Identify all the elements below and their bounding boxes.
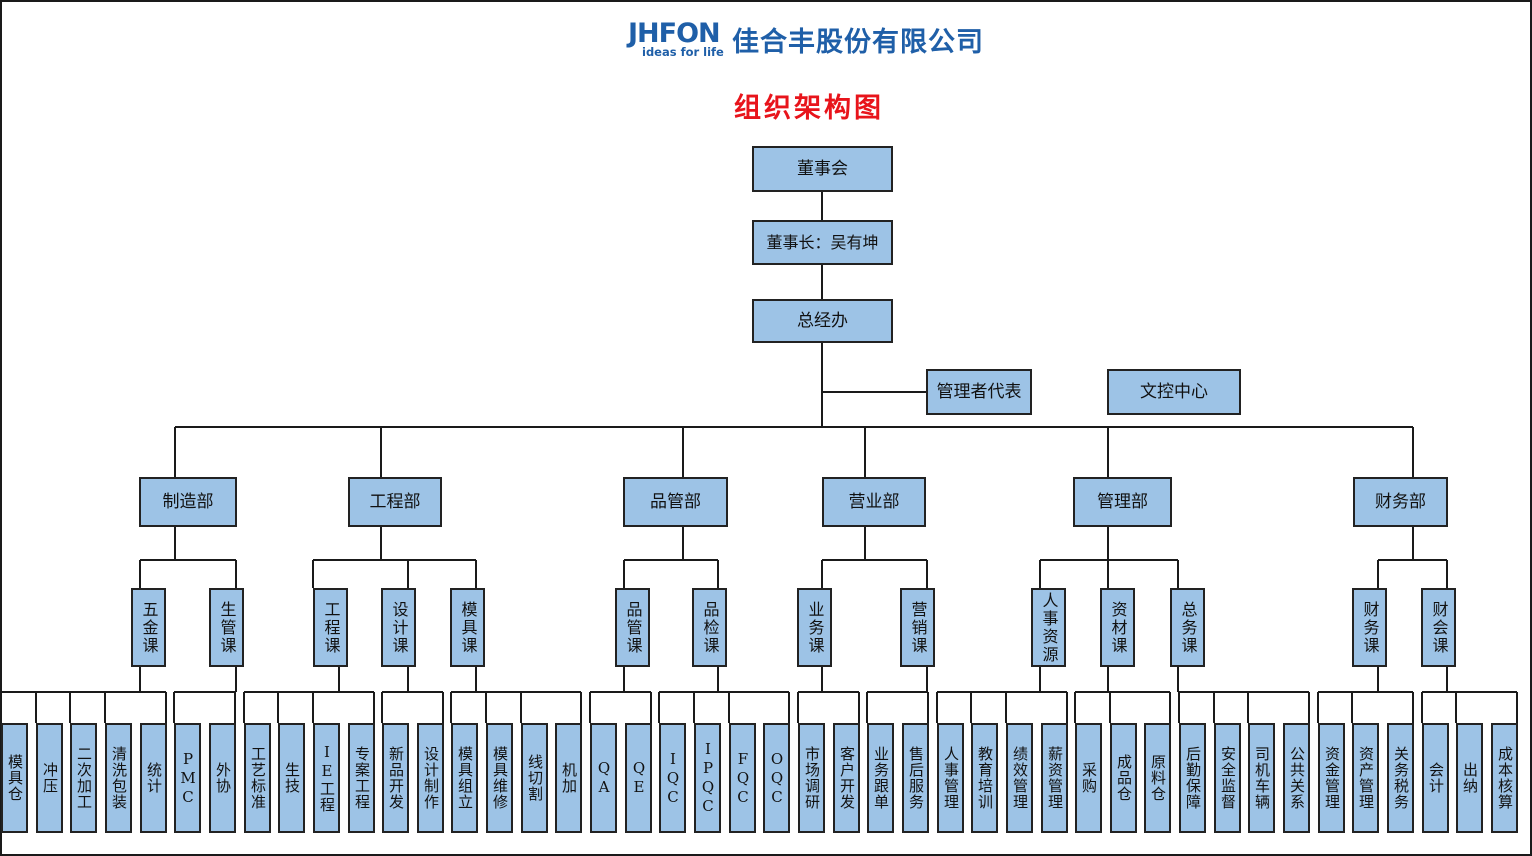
- unit-box: OQC: [763, 723, 790, 833]
- section-box: 设计课: [381, 588, 416, 667]
- unit-box: QA: [590, 723, 617, 833]
- unit-box: 资产管理: [1352, 723, 1379, 833]
- unit-box: FQC: [729, 723, 756, 833]
- section-box: 营销课: [900, 588, 935, 667]
- unit-box: 生技: [278, 723, 305, 833]
- unit-box: 采购: [1075, 723, 1102, 833]
- company-name: 佳合丰股份有限公司: [732, 27, 984, 58]
- section-box: 品管课: [615, 588, 650, 667]
- section-box: 总务课: [1170, 588, 1205, 667]
- unit-box: IQC: [659, 723, 686, 833]
- unit-box: 关务税务: [1387, 723, 1414, 833]
- unit-box: 冲压: [36, 723, 63, 833]
- unit-box: 模具维修: [486, 723, 513, 833]
- unit-box: 后勤保障: [1179, 723, 1206, 833]
- section-box: 财务课: [1352, 588, 1387, 667]
- section-box: 工程课: [313, 588, 348, 667]
- unit-box: 业务跟单: [867, 723, 894, 833]
- unit-box: 原料仓: [1144, 723, 1171, 833]
- unit-box: 模具仓: [1, 723, 28, 833]
- node-management-representative: 管理者代表: [926, 369, 1032, 415]
- section-box: 业务课: [797, 588, 832, 667]
- unit-box: 客户开发: [833, 723, 860, 833]
- department-box: 管理部: [1073, 477, 1172, 527]
- unit-box: 成品仓: [1110, 723, 1137, 833]
- section-box: 模具课: [450, 588, 485, 667]
- section-box: 人事资源: [1031, 588, 1066, 667]
- unit-box: 司机车辆: [1248, 723, 1275, 833]
- unit-box: 售后服务: [902, 723, 929, 833]
- unit-box: 公共关系: [1283, 723, 1310, 833]
- unit-box: 会计: [1422, 723, 1449, 833]
- unit-box: 安全监督: [1214, 723, 1241, 833]
- unit-box: 线切割: [521, 723, 548, 833]
- unit-box: 资金管理: [1318, 723, 1345, 833]
- department-box: 工程部: [348, 477, 442, 527]
- unit-box: 机加: [555, 723, 582, 833]
- unit-box: 人事管理: [937, 723, 964, 833]
- department-box: 营业部: [822, 477, 926, 527]
- unit-box: 外协: [209, 723, 236, 833]
- unit-box: 新品开发: [382, 723, 409, 833]
- unit-box: 模具组立: [451, 723, 478, 833]
- node-document-control-center: 文控中心: [1107, 369, 1241, 415]
- unit-box: 市场调研: [798, 723, 825, 833]
- department-box: 制造部: [139, 477, 237, 527]
- logo-tagline: ideas for life: [642, 45, 724, 59]
- unit-box: 绩效管理: [1006, 723, 1033, 833]
- section-box: 五金课: [131, 588, 166, 667]
- unit-box: 教育培训: [971, 723, 998, 833]
- department-box: 财务部: [1353, 477, 1448, 527]
- unit-box: 成本核算: [1491, 723, 1518, 833]
- section-box: 生管课: [209, 588, 244, 667]
- unit-box: IPQC: [694, 723, 721, 833]
- unit-box: PMC: [174, 723, 201, 833]
- chart-title: 组织架构图: [734, 93, 884, 124]
- unit-box: 清洗包装: [105, 723, 132, 833]
- unit-box: 二次加工: [70, 723, 97, 833]
- unit-box: 出纳: [1456, 723, 1483, 833]
- unit-box: QE: [625, 723, 652, 833]
- section-box: 资材课: [1100, 588, 1135, 667]
- unit-box: 设计制作: [417, 723, 444, 833]
- unit-box: IE工程: [313, 723, 340, 833]
- unit-box: 薪资管理: [1041, 723, 1068, 833]
- department-box: 品管部: [623, 477, 728, 527]
- section-box: 财会课: [1421, 588, 1456, 667]
- section-box: 品检课: [692, 588, 727, 667]
- unit-box: 统计: [140, 723, 167, 833]
- unit-box: 工艺标准: [244, 723, 271, 833]
- node-board: 董事会: [752, 146, 893, 192]
- unit-box: 专案工程: [348, 723, 375, 833]
- node-chairman: 董事长：吴有坤: [752, 220, 893, 265]
- node-gm-office: 总经办: [752, 299, 893, 343]
- logo-mark: JHFON: [628, 18, 721, 49]
